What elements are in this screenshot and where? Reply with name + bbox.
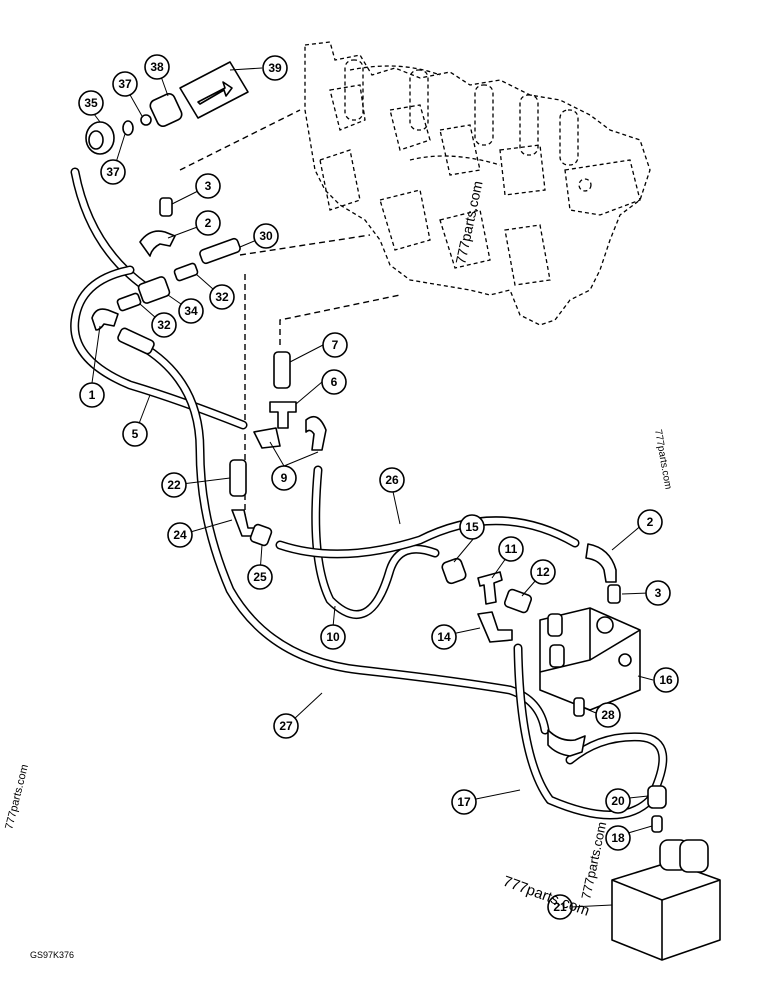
svg-text:3: 3 (205, 179, 212, 193)
svg-text:26: 26 (385, 473, 399, 487)
svg-text:32: 32 (215, 290, 229, 304)
svg-text:30: 30 (259, 229, 273, 243)
svg-text:32: 32 (157, 318, 171, 332)
watermark-2: 777parts.com (652, 429, 673, 491)
svg-text:10: 10 (326, 630, 340, 644)
callout-2-right: 2 (637, 509, 663, 535)
callout-2-top: 2 (195, 210, 221, 236)
svg-text:34: 34 (184, 304, 198, 318)
svg-text:15: 15 (465, 520, 479, 534)
svg-text:35: 35 (84, 96, 98, 110)
callout-36: 37 (100, 159, 126, 185)
svg-text:2: 2 (205, 216, 212, 230)
svg-text:2: 2 (647, 515, 654, 529)
callout-7: 7 (322, 332, 348, 358)
svg-text:27: 27 (279, 719, 293, 733)
svg-text:16: 16 (659, 673, 673, 687)
figure-code: GS97K376 (30, 950, 74, 960)
svg-text:21: 21 (553, 900, 567, 914)
callout-30: 30 (253, 223, 279, 249)
callout-32-lower: 32 (151, 312, 177, 338)
watermark-4: 777parts.com (578, 820, 609, 900)
svg-text:25: 25 (253, 570, 267, 584)
callout-37: 37 (112, 71, 138, 97)
callout-21: 21 (547, 894, 573, 920)
svg-text:28: 28 (601, 708, 615, 722)
callout-18: 18 (605, 825, 631, 851)
callout-28: 28 (595, 702, 621, 728)
callout-1: 1 (79, 382, 105, 408)
svg-text:22: 22 (167, 478, 181, 492)
callout-14: 14 (431, 624, 457, 650)
callout-12: 12 (530, 559, 556, 585)
callout-24: 24 (167, 522, 193, 548)
callout-11: 11 (498, 536, 524, 562)
control-valve-ghost (304, 41, 651, 326)
svg-text:7: 7 (332, 338, 339, 352)
svg-text:14: 14 (437, 630, 451, 644)
callout-10: 10 (320, 624, 346, 650)
callout-35: 35 (78, 90, 104, 116)
callout-15: 15 (459, 514, 485, 540)
svg-text:12: 12 (536, 565, 550, 579)
callout-16: 16 (653, 667, 679, 693)
svg-text:3: 3 (655, 586, 662, 600)
callout-25: 25 (247, 564, 273, 590)
fittings (85, 61, 721, 961)
svg-text:6: 6 (331, 375, 338, 389)
callouts: 35 37 37 38 39 3 2 30 32 34 32 1 5 7 6 9… (78, 54, 679, 920)
callout-3-right: 3 (645, 580, 671, 606)
svg-text:1: 1 (89, 388, 96, 402)
callout-39: 39 (262, 55, 288, 81)
callout-34: 34 (178, 298, 204, 324)
callout-5: 5 (122, 421, 148, 447)
svg-text:20: 20 (611, 794, 625, 808)
svg-text:37: 37 (106, 165, 120, 179)
callout-20: 20 (605, 788, 631, 814)
svg-text:17: 17 (457, 795, 471, 809)
callout-17: 17 (451, 789, 477, 815)
hoses (70, 167, 668, 820)
svg-text:9: 9 (281, 471, 288, 485)
svg-text:18: 18 (611, 831, 625, 845)
callout-3-top: 3 (195, 173, 221, 199)
svg-text:37: 37 (118, 77, 132, 91)
callout-27: 27 (273, 713, 299, 739)
svg-text:38: 38 (150, 60, 164, 74)
callout-32-upper: 32 (209, 284, 235, 310)
svg-text:5: 5 (132, 427, 139, 441)
callout-9: 9 (271, 465, 297, 491)
svg-text:11: 11 (505, 542, 518, 556)
svg-text:39: 39 (268, 61, 282, 75)
watermark-3: 777parts.com (3, 763, 31, 831)
callout-6: 6 (321, 369, 347, 395)
callout-38: 38 (144, 54, 170, 80)
callout-26: 26 (379, 467, 405, 493)
watermark-1: 777parts.com (452, 179, 485, 265)
callout-22: 22 (161, 472, 187, 498)
svg-text:24: 24 (173, 528, 187, 542)
